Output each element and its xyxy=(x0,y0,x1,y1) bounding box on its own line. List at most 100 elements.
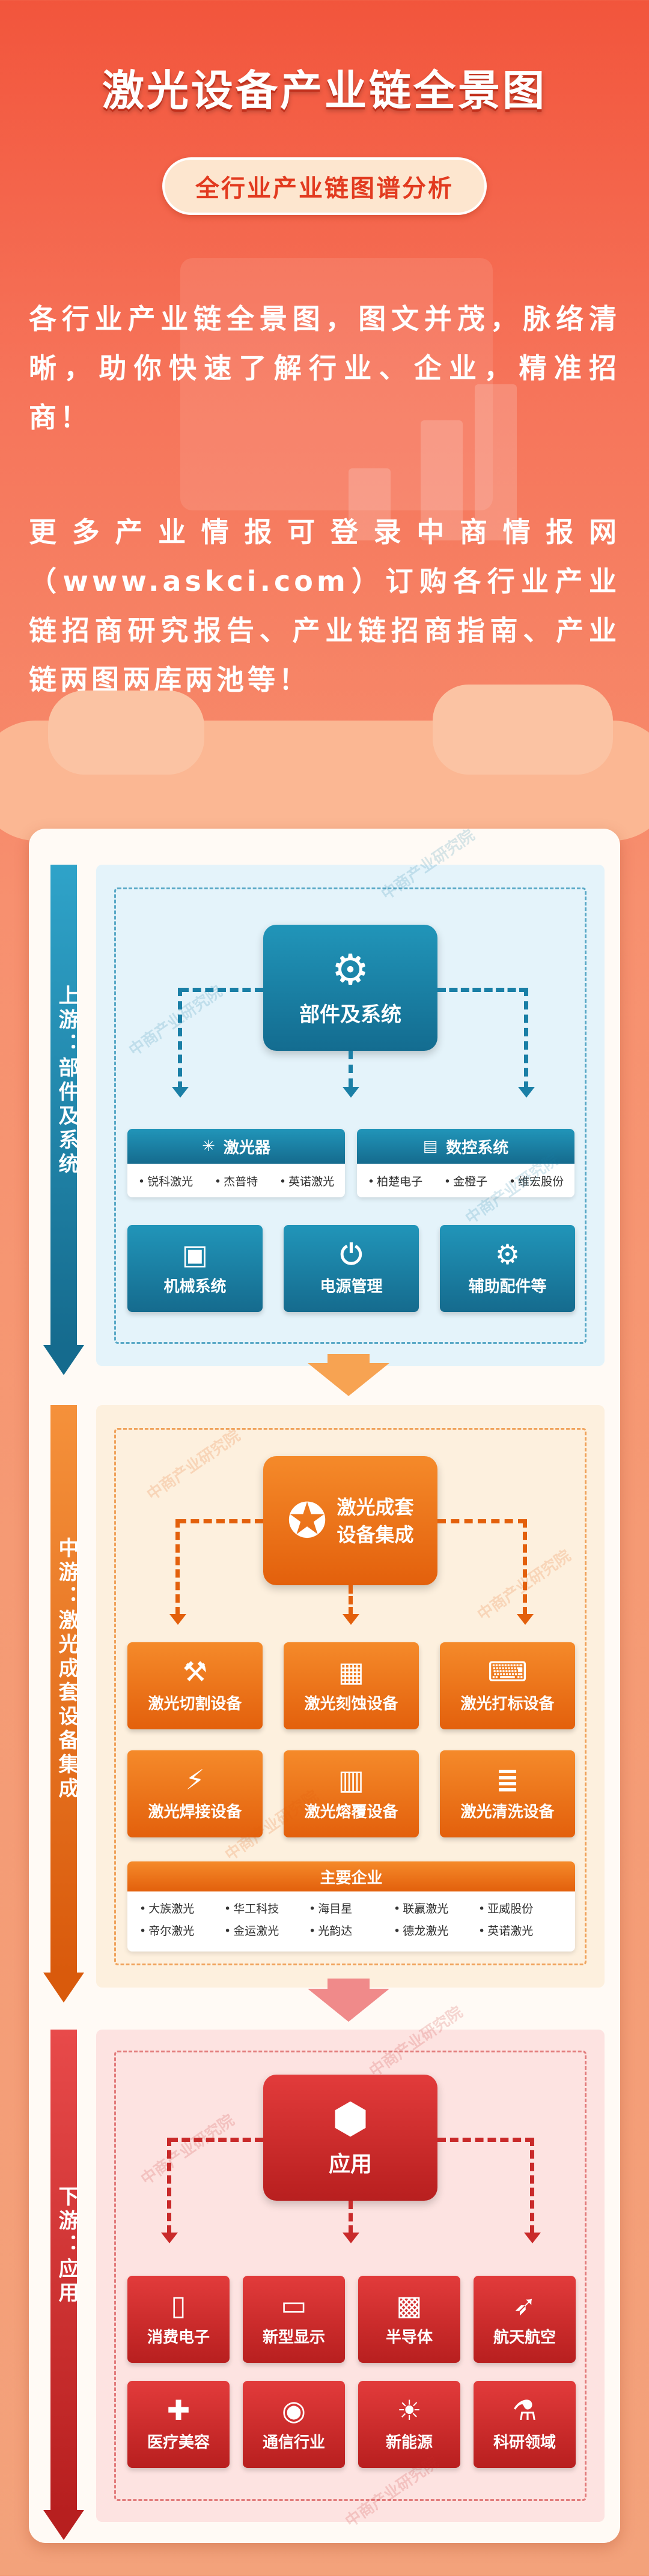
downstream-hub-label: 应用 xyxy=(328,2152,372,2177)
connector xyxy=(349,2201,353,2234)
midstream-item: ⚡ 激光焊接设备 xyxy=(127,1750,263,1837)
cleaning-icon: ≣ xyxy=(496,1764,519,1796)
downstream-item: ✚ 医疗美容 xyxy=(127,2381,230,2468)
connector xyxy=(175,1519,180,1615)
company-name: 华工科技 xyxy=(224,1900,309,1916)
display-icon: ▭ xyxy=(281,2289,307,2321)
item-label: 通信行业 xyxy=(262,2434,325,2452)
signal-icon: ◉ xyxy=(281,2394,306,2426)
item-label: 医疗美容 xyxy=(147,2434,210,2452)
decor-panel xyxy=(180,258,493,510)
rocket-icon: ➶ xyxy=(513,2289,537,2321)
chip-icon: ▩ xyxy=(396,2289,422,2321)
upstream-dashed-frame xyxy=(114,887,587,1344)
cnc-title: 数控系统 xyxy=(446,1138,509,1157)
monitor-gear-icon: ⚙ xyxy=(331,945,370,994)
company-name: 亚威股份 xyxy=(478,1900,563,1916)
midstream-item: ⚒ 激光切割设备 xyxy=(127,1642,263,1729)
laser-box: ✳ 激光器 锐科激光 杰普特 英诺激光 xyxy=(127,1129,345,1197)
connector xyxy=(178,1519,263,1523)
bulb-gear-icon: ✪ xyxy=(287,1492,328,1549)
cladding-icon: ▥ xyxy=(338,1764,365,1796)
flow-chevron xyxy=(308,1989,389,2022)
company-name: 杰普特 xyxy=(215,1173,258,1189)
decor-bar xyxy=(475,384,517,540)
cloud-decor xyxy=(433,685,613,775)
downstream-item: ⚗ 科研领域 xyxy=(474,2381,576,2468)
marking-icon: ⌨ xyxy=(487,1655,528,1688)
cnc-box: ▤ 数控系统 柏楚电子 金橙子 维宏股份 xyxy=(357,1129,574,1197)
arrowhead xyxy=(517,1614,534,1625)
connector xyxy=(524,988,528,1090)
downstream-label: 下游：应用 xyxy=(55,2186,79,2306)
downstream-item: ◉ 通信行业 xyxy=(243,2381,345,2468)
midstream-item: ▦ 激光刻蚀设备 xyxy=(284,1642,419,1729)
midstream-arrow-bar xyxy=(43,1405,84,2003)
midstream-hub-label-1: 激光成套 xyxy=(337,1495,414,1519)
downstream-item: ☀ 新能源 xyxy=(358,2381,460,2468)
box-icon: ⬢ xyxy=(332,2094,369,2143)
connector xyxy=(349,1585,353,1615)
cloud-decor xyxy=(48,691,204,775)
downstream-hub: ⬢ 应用 xyxy=(263,2075,437,2201)
laser-title: 激光器 xyxy=(223,1138,270,1157)
company-name: 帝尔激光 xyxy=(139,1922,224,1938)
arrowhead xyxy=(343,1087,359,1098)
midstream-firms-box: 主要企业 大族激光 华工科技 海目星 联赢激光 亚威股份 帝尔激光 金运激光 光… xyxy=(127,1861,575,1952)
upstream-arrow-bar xyxy=(43,865,84,1375)
etching-icon: ▦ xyxy=(338,1655,365,1688)
company-name: 大族激光 xyxy=(139,1900,224,1916)
subtitle-badge: 全行业产业链图谱分析 xyxy=(162,157,487,215)
midstream-hub: ✪ 激光成套 设备集成 xyxy=(263,1456,437,1585)
company-name: 德龙激光 xyxy=(394,1922,478,1938)
item-label: 激光焊接设备 xyxy=(148,1803,242,1821)
midstream-item: ≣ 激光清洗设备 xyxy=(440,1750,575,1837)
item-label: 激光刻蚀设备 xyxy=(304,1695,398,1713)
company-name: 英诺激光 xyxy=(478,1922,563,1938)
item-label: 新能源 xyxy=(385,2434,433,2452)
company-name: 金橙子 xyxy=(444,1173,487,1189)
machine-icon: ▣ xyxy=(181,1238,209,1271)
decor-bar xyxy=(421,420,463,540)
upstream-hub-label: 部件及系统 xyxy=(299,1002,401,1027)
connector xyxy=(169,2138,263,2142)
item-label: 消费电子 xyxy=(147,2329,210,2347)
company-name: 海目星 xyxy=(309,1900,394,1916)
arrowhead xyxy=(169,1614,186,1625)
laser-icon: ✳ xyxy=(202,1137,215,1155)
company-name: 联赢激光 xyxy=(394,1900,478,1916)
arrowhead xyxy=(172,1087,189,1098)
connector xyxy=(523,1519,527,1615)
flow-chevron xyxy=(308,1363,389,1396)
flow-chevron-top xyxy=(328,1979,370,1991)
item-label: 半导体 xyxy=(385,2329,433,2347)
midstream-label: 中游：激光成套设备集成 xyxy=(55,1537,79,1801)
microscope-icon: ⚗ xyxy=(512,2394,537,2426)
gear-icon: ⚙ xyxy=(495,1238,520,1271)
company-name: 英诺激光 xyxy=(279,1173,334,1189)
midstream-hub-label-2: 设备集成 xyxy=(337,1523,414,1546)
downstream-item: ▯ 消费电子 xyxy=(127,2276,230,2363)
arrowhead xyxy=(161,2233,178,2243)
energy-icon: ☀ xyxy=(397,2394,422,2426)
connector xyxy=(349,1051,353,1087)
welding-icon: ⚡ xyxy=(185,1764,205,1796)
item-label: 电源管理 xyxy=(320,1278,383,1296)
downstream-item: ➶ 航天航空 xyxy=(474,2276,576,2363)
subtitle-text: 全行业产业链图谱分析 xyxy=(195,175,454,202)
connector xyxy=(178,988,182,1090)
item-label: 机械系统 xyxy=(163,1278,227,1296)
item-label: 辅助配件等 xyxy=(468,1278,547,1296)
downstream-dashed-frame xyxy=(114,2051,587,2501)
arrowhead xyxy=(518,1087,535,1098)
company-name: 锐科激光 xyxy=(138,1173,193,1189)
upstream-hub: ⚙ 部件及系统 xyxy=(263,925,437,1051)
downstream-arrow-bar xyxy=(43,2030,84,2540)
company-name: 维宏股份 xyxy=(509,1173,564,1189)
firms-title: 主要企业 xyxy=(127,1861,575,1891)
connector xyxy=(437,2138,534,2142)
connector xyxy=(530,2138,534,2234)
downstream-item: ▭ 新型显示 xyxy=(243,2276,345,2363)
medical-icon: ✚ xyxy=(166,2394,190,2426)
midstream-item: ⌨ 激光打标设备 xyxy=(440,1642,575,1729)
